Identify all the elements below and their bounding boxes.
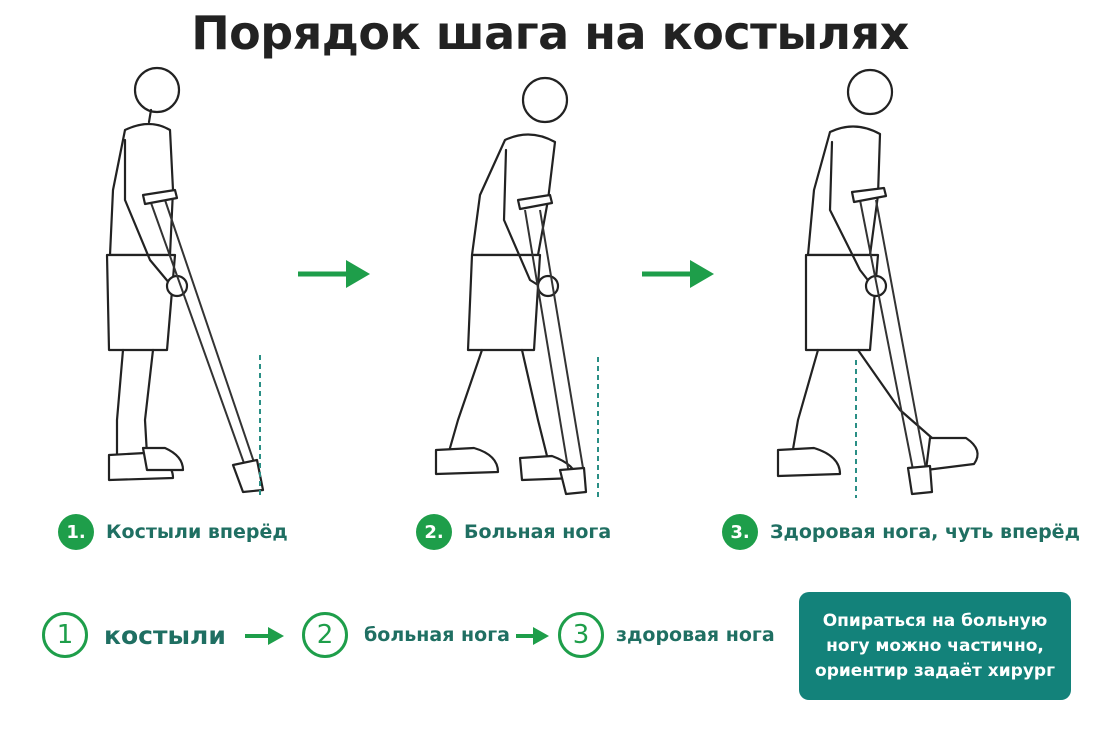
- arrow-right-icon: [640, 258, 716, 294]
- step-caption-text: Костыли вперёд: [106, 521, 288, 543]
- sequence-label: костыли: [104, 620, 226, 650]
- step-caption-2: 2. Больная нога: [416, 514, 611, 550]
- step-number-badge: 3.: [722, 514, 758, 550]
- sequence-label: больная нога: [364, 624, 510, 646]
- figure-step-2: [430, 60, 610, 504]
- person-on-crutches-illustration: [434, 76, 599, 498]
- arrow-right-icon: [515, 626, 551, 650]
- note-box: Опираться на больную ногу можно частично…: [799, 592, 1071, 700]
- arrow-right-icon: [244, 626, 286, 650]
- step-caption-3: 3. Здоровая нога, чуть вперёд: [722, 514, 1080, 550]
- sequence-number-circle: 1: [42, 612, 88, 658]
- step-caption-1: 1. Костыли вперёд: [58, 514, 288, 550]
- person-on-crutches-illustration: [776, 68, 979, 498]
- step-number-badge: 1.: [58, 514, 94, 550]
- sequence-label: здоровая нога: [616, 624, 775, 646]
- sequence-number-circle: 3: [558, 612, 604, 658]
- step-number-badge: 2.: [416, 514, 452, 550]
- step-caption-text: Больная нога: [464, 521, 612, 543]
- person-on-crutches-illustration: [105, 66, 265, 498]
- sequence-number-circle: 2: [302, 612, 348, 658]
- sequence-item-1: 1 костыли: [42, 612, 226, 658]
- sequence-item-2: 2 больная нога: [302, 612, 510, 658]
- page-title: Порядок шага на костылях: [191, 6, 909, 60]
- sequence-item-3: 3 здоровая нога: [558, 612, 775, 658]
- figure-step-3: [770, 60, 990, 504]
- figure-step-1: [95, 60, 275, 504]
- arrow-right-icon: [296, 258, 372, 294]
- step-caption-text: Здоровая нога, чуть вперёд: [770, 521, 1080, 543]
- note-text: Опираться на больную ногу можно частично…: [815, 610, 1055, 681]
